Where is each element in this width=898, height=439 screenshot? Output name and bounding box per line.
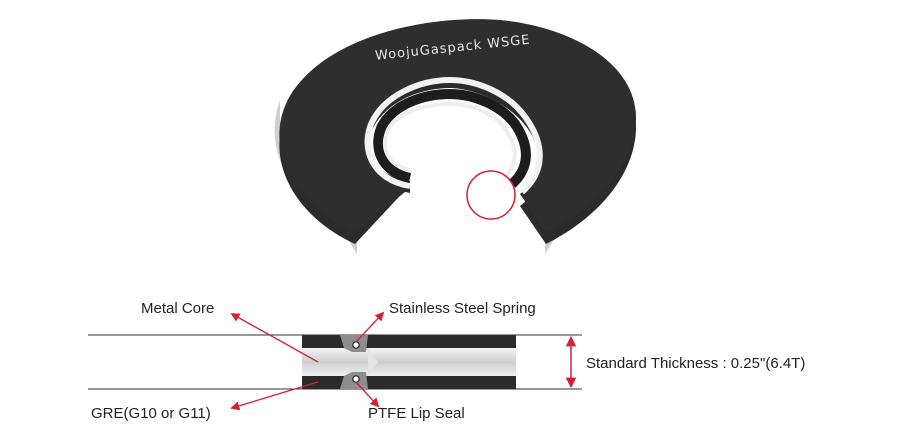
gre-top-layer bbox=[302, 335, 516, 348]
lip-seal-arrow bbox=[355, 381, 380, 408]
spring-arrow bbox=[355, 311, 385, 343]
gasket-inner-highlight bbox=[382, 101, 517, 180]
label-stainless-steel-spring: Stainless Steel Spring bbox=[389, 300, 536, 317]
gasket-inner-edge bbox=[364, 76, 543, 195]
label-standard-thickness: Standard Thickness : 0.25"(6.4T) bbox=[586, 355, 805, 372]
steel-spring-bottom bbox=[352, 375, 360, 383]
gasket-inner-lip bbox=[373, 88, 531, 188]
core-notch bbox=[368, 348, 378, 376]
cross-section bbox=[88, 334, 582, 390]
gre-bottom-layer bbox=[302, 376, 516, 389]
metal-core-arrow bbox=[230, 313, 319, 363]
label-gre: GRE(G10 or G11) bbox=[91, 405, 211, 422]
gasket-top-surface bbox=[279, 19, 637, 232]
gre-arrow bbox=[230, 381, 319, 411]
steel-spring-top bbox=[352, 341, 360, 349]
label-metal-core: Metal Core bbox=[141, 300, 214, 317]
metal-core-layer bbox=[302, 348, 516, 376]
callout-arrows bbox=[230, 311, 385, 411]
label-ptfe-lip-seal: PTFE Lip Seal bbox=[368, 405, 465, 422]
gasket-ring-illustration: WoojuGaspack WSGE bbox=[274, 19, 637, 254]
detail-highlight-circle bbox=[466, 170, 516, 220]
